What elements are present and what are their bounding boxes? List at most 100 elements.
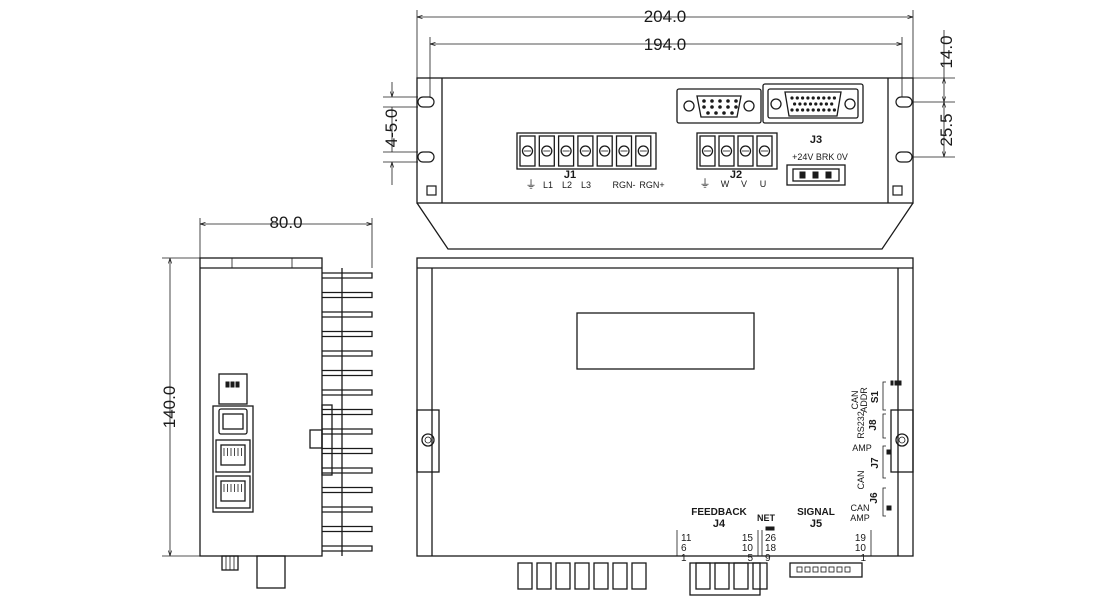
dim-side-width: 80.0 xyxy=(269,213,302,232)
j5-bottom-pin xyxy=(820,566,827,573)
dsub-pin xyxy=(798,102,802,106)
label-signal: SIGNAL xyxy=(797,507,835,518)
j2-screw-icon xyxy=(720,145,733,157)
j5-bottom-pin xyxy=(836,566,843,573)
dsub-pin xyxy=(808,102,813,106)
dsub-pin xyxy=(830,102,834,106)
port-panel xyxy=(212,405,254,513)
j5-bottom-pin xyxy=(804,566,811,573)
side-view: 80.0 140.0 xyxy=(160,213,373,589)
bottom-terminal-pin xyxy=(733,562,749,590)
dim-overall-width: 204.0 xyxy=(644,7,687,26)
j1-screw-slot xyxy=(615,135,633,167)
dsub-pin xyxy=(706,111,710,115)
top-view-heatsink xyxy=(416,202,914,250)
j4-pin-left-1: 6 xyxy=(681,543,687,554)
j2-screw-slot xyxy=(718,135,735,167)
front-bottom-connector-j5 xyxy=(789,562,863,578)
j1-title: J1 xyxy=(564,169,576,181)
j4-pin-right-0: 15 xyxy=(742,533,754,544)
heatsink-fins xyxy=(322,258,373,556)
mount-slot-left-bottom xyxy=(417,151,435,163)
bottom-terminal-pin xyxy=(695,562,711,590)
dsub-pin xyxy=(801,96,805,100)
heatsink-fin xyxy=(322,506,373,513)
heatsink-fin xyxy=(322,545,373,552)
dsub-pin xyxy=(811,96,815,100)
j5-pin-left-0: 26 xyxy=(765,533,777,544)
j5-pin-left-2: 9 xyxy=(765,553,771,564)
dim-right-bottom: 25.5 xyxy=(937,113,956,146)
j1-pin-rgn-minus: RGN- xyxy=(613,180,636,190)
bottom-terminal-pin xyxy=(574,562,590,590)
dsub-pin xyxy=(816,96,821,100)
j1-screw-slot xyxy=(557,135,575,167)
dsub-pin xyxy=(822,96,826,100)
heatsink-fin xyxy=(322,272,373,279)
j5-bottom-pin xyxy=(828,566,835,573)
j5-pin-right-0: 19 xyxy=(855,533,867,544)
j1-screw-icon xyxy=(521,145,534,157)
j2-pin-v: V xyxy=(741,179,747,189)
dsub-pin xyxy=(790,108,794,112)
j1-pin-l3: L3 xyxy=(581,180,591,190)
dsub-connector-left xyxy=(676,88,762,124)
dsub-pin xyxy=(730,111,734,115)
front-view: CAN ADDR S1 RS232 J8 AMP J7 CAN J6 CAN A… xyxy=(416,257,914,596)
dsub-pin xyxy=(819,102,823,106)
dim-right-top: 14.0 xyxy=(937,35,956,68)
j1-screw-slot xyxy=(596,135,613,167)
dsub-pin xyxy=(795,108,799,112)
j4-pin-left-0: 11 xyxy=(681,533,692,544)
dsub-pin xyxy=(734,99,738,103)
label-j7: J7 xyxy=(870,457,881,469)
j2-pin-w: W xyxy=(721,179,730,189)
label-net: NET xyxy=(757,513,776,523)
dsub-pin xyxy=(722,111,726,115)
rj45-port-bottom xyxy=(215,475,251,509)
dim-left-slot: 4-5.0 xyxy=(382,109,401,148)
j2-screw-slot xyxy=(756,135,773,167)
side-bottom-block xyxy=(256,555,286,589)
j1-screw-slot xyxy=(519,135,536,167)
j4-pin-right-1: 10 xyxy=(742,543,754,554)
heatsink-fin xyxy=(322,389,373,396)
mount-slot-right-bottom xyxy=(895,151,913,163)
front-bottom-terminals xyxy=(517,562,768,590)
j2-terminal-block: J2 ⏚ W V U xyxy=(696,132,778,190)
front-bottom-connector-j4 xyxy=(689,562,761,596)
j5-bottom-pin xyxy=(812,566,819,573)
j1-screw-icon xyxy=(579,145,592,157)
j2-screw-slot xyxy=(737,135,754,167)
j2-ground-icon: ⏚ xyxy=(700,177,711,190)
j1-pin-l1: L1 xyxy=(543,180,553,190)
j1-ground-icon: ⏚ xyxy=(526,178,537,191)
heatsink-fin xyxy=(322,428,373,435)
front-view-body xyxy=(416,257,914,557)
heatsink-fin xyxy=(322,408,373,416)
heatsink-fin xyxy=(322,330,373,338)
j2-title: J2 xyxy=(730,169,742,181)
dsub-pin xyxy=(734,105,738,109)
dsub-pin xyxy=(702,105,706,109)
bottom-terminal-pin xyxy=(714,562,730,590)
j1-pin-rgn-plus: RGN+ xyxy=(639,180,664,190)
j3-title: J3 xyxy=(810,134,822,146)
bottom-terminal-pin xyxy=(536,562,552,590)
j1-screw-slot xyxy=(577,135,594,167)
dsub-pin xyxy=(714,111,718,115)
j1-screw-icon xyxy=(637,145,649,157)
screw-right xyxy=(892,185,903,196)
top-view-body xyxy=(416,77,914,204)
bottom-terminal-pin xyxy=(517,562,533,590)
dsub-pin xyxy=(710,99,714,103)
j3-label: +24V BRK 0V xyxy=(792,152,848,162)
top-view: 204.0 194.0 4-5.0 14 xyxy=(382,7,956,250)
dsub-pin xyxy=(814,102,818,106)
j2-pin-u: U xyxy=(760,179,767,189)
j5-bottom-pin xyxy=(844,566,851,573)
mount-slot-right-top xyxy=(895,96,913,108)
heatsink-fin xyxy=(322,467,373,474)
bottom-terminal-pin xyxy=(593,562,609,590)
